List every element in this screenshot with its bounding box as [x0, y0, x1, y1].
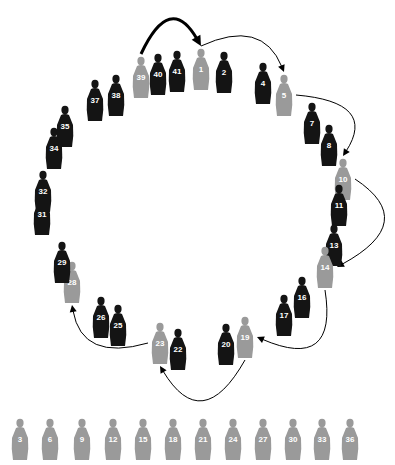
figure-number: 37 [91, 96, 100, 106]
person-figure: 35 [55, 105, 75, 147]
person-figure: 25 [108, 304, 128, 346]
count-arrow [141, 19, 201, 54]
person-figure: 20 [216, 323, 236, 365]
figure-number: 1 [199, 65, 203, 75]
figure-number: 25 [114, 321, 123, 331]
figure-number: 4 [261, 79, 265, 89]
person-figure: 6 [40, 418, 60, 460]
count-arrow [70, 305, 148, 348]
figure-number: 38 [112, 91, 121, 101]
figure-number: 19 [241, 333, 250, 343]
person-figure: 19 [235, 316, 255, 358]
figure-number: 12 [109, 435, 118, 445]
person-figure: 39 [131, 56, 151, 98]
person-figure: 5 [274, 74, 294, 116]
person-figure: 1 [191, 48, 211, 90]
figure-number: 20 [222, 340, 231, 350]
person-figure: 36 [340, 418, 360, 460]
figure-number: 11 [335, 201, 343, 211]
person-figure: 23 [150, 322, 170, 364]
figure-number: 27 [259, 435, 268, 445]
person-figure: 7 [302, 102, 322, 144]
person-figure: 38 [106, 74, 126, 116]
figure-number: 7 [310, 119, 314, 129]
person-figure: 8 [319, 124, 339, 166]
figure-number: 8 [327, 141, 331, 151]
person-figure: 37 [85, 79, 105, 121]
figure-number: 21 [199, 435, 208, 445]
figure-number: 17 [280, 311, 289, 321]
count-arrow [257, 290, 327, 349]
figure-number: 22 [174, 345, 183, 355]
figure-number: 41 [173, 67, 182, 77]
person-figure: 16 [292, 276, 312, 318]
person-figure: 27 [253, 418, 273, 460]
figure-number: 32 [39, 187, 48, 197]
figure-number: 30 [289, 435, 298, 445]
figure-number: 36 [346, 435, 355, 445]
figure-number: 3 [18, 435, 22, 445]
figure-number: 6 [48, 435, 52, 445]
figure-number: 39 [137, 73, 146, 83]
person-figure: 2 [214, 51, 234, 93]
person-figure: 40 [148, 53, 168, 95]
figure-number: 33 [318, 435, 327, 445]
person-figure: 21 [193, 418, 213, 460]
figure-number: 2 [222, 68, 226, 78]
person-figure: 12 [103, 418, 123, 460]
person-figure: 9 [72, 418, 92, 460]
figure-number: 24 [229, 435, 238, 445]
person-figure: 41 [167, 50, 187, 92]
person-figure: 26 [91, 296, 111, 338]
person-figure: 32 [33, 170, 53, 212]
figure-number: 5 [282, 91, 286, 101]
figure-number: 34 [50, 144, 59, 154]
person-figure: 17 [274, 294, 294, 336]
person-figure: 29 [52, 241, 72, 283]
figure-number: 13 [330, 241, 339, 251]
figure-number: 14 [321, 263, 330, 273]
figure-number: 23 [156, 339, 165, 349]
person-figure: 33 [312, 418, 332, 460]
figure-number: 35 [61, 122, 70, 132]
figure-number: 29 [58, 258, 67, 268]
person-figure: 4 [253, 62, 273, 104]
person-figure: 30 [283, 418, 303, 460]
figure-number: 10 [339, 175, 348, 185]
person-figure: 15 [133, 418, 153, 460]
figure-number: 9 [80, 435, 84, 445]
figure-number: 18 [169, 435, 178, 445]
figure-number: 15 [139, 435, 148, 445]
person-figure: 22 [168, 328, 188, 370]
person-figure: 24 [223, 418, 243, 460]
person-figure: 3 [10, 418, 30, 460]
figure-number: 16 [298, 293, 307, 303]
person-figure: 14 [315, 246, 335, 288]
figure-number: 40 [154, 70, 163, 80]
person-figure: 18 [163, 418, 183, 460]
figure-number: 26 [97, 313, 106, 323]
count-arrow [201, 36, 285, 72]
person-figure: 11 [329, 184, 349, 226]
